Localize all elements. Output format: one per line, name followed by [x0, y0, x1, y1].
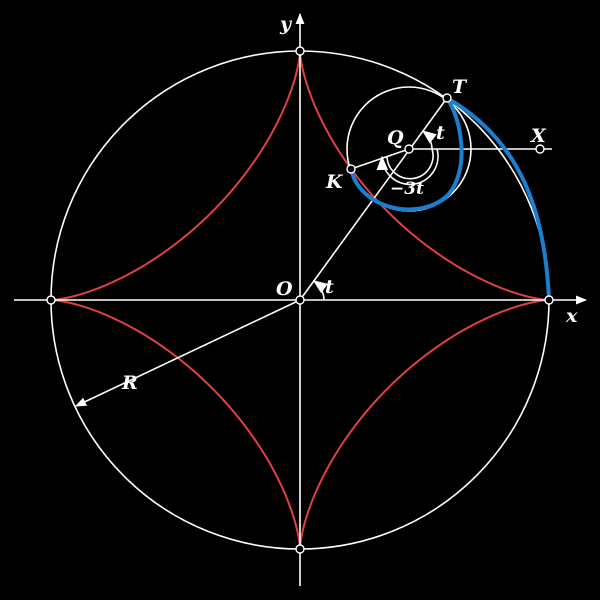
angle-arc-minus3t-inner: [386, 148, 434, 180]
label-angle-origin: t: [325, 276, 334, 298]
label-axis-y: y: [279, 13, 293, 35]
traced-arc: [446, 96, 551, 301]
label-point-k: K: [325, 171, 344, 193]
label-axis-x: x: [565, 305, 578, 327]
point-origin: [295, 295, 305, 305]
point-k: [346, 164, 356, 174]
point-bottom: [295, 544, 305, 554]
traced-loop: [349, 96, 464, 212]
label-point-x: X: [530, 125, 547, 147]
label-angle-q: t: [436, 122, 445, 144]
label-radius: R: [121, 372, 138, 394]
label-point-t: T: [452, 76, 468, 98]
point-x: [535, 144, 545, 154]
point-left: [46, 295, 56, 305]
angle-arc-minus3t-outer: [376, 148, 439, 186]
point-t: [442, 93, 452, 103]
points: [46, 46, 554, 554]
label-rolling-angle: −3t: [390, 179, 424, 199]
radius-r-arrow: [74, 299, 301, 407]
point-q: [404, 144, 414, 154]
label-point-q: Q: [387, 127, 404, 149]
astroid-curve: [51, 51, 549, 549]
label-origin: O: [276, 278, 293, 300]
point-top: [295, 46, 305, 56]
angle-arc-origin: [312, 280, 328, 301]
angle-arc-q: [421, 130, 437, 150]
point-right: [544, 295, 554, 305]
